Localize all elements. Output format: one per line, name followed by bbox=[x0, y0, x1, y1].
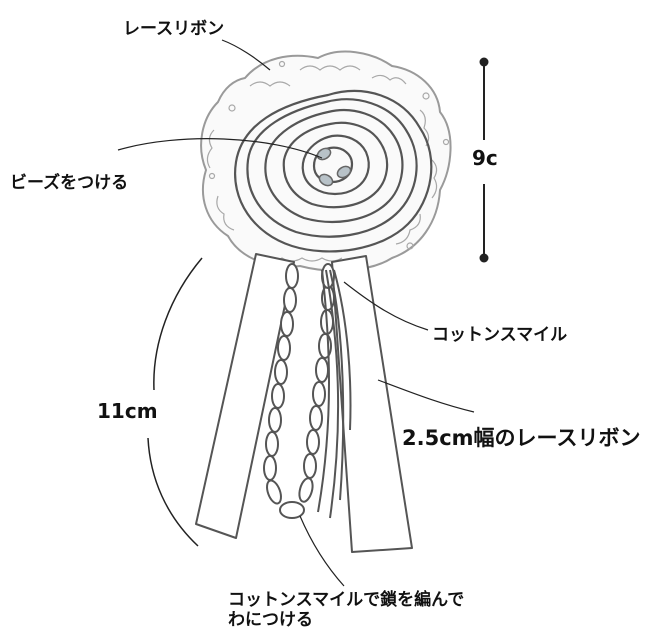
lace-leader bbox=[221, 39, 271, 71]
cotton-smile-chain bbox=[263, 263, 335, 519]
rose-rings bbox=[233, 89, 433, 253]
lace-ribbon-outline bbox=[200, 50, 452, 272]
dimension-9c bbox=[479, 57, 489, 263]
beads bbox=[316, 147, 352, 187]
ribbon-left bbox=[195, 253, 295, 539]
chain-leader bbox=[299, 515, 345, 587]
leader-lines bbox=[117, 39, 475, 587]
ribbon-right bbox=[331, 255, 413, 553]
cotton-smile-strands bbox=[317, 269, 352, 519]
lace-pattern bbox=[206, 60, 450, 262]
beads-label: ビーズをつける bbox=[10, 173, 129, 193]
wide-ribbon-leader bbox=[377, 379, 475, 413]
wide-lace-ribbon-label: 2.5cm幅のレースリボン bbox=[402, 426, 641, 450]
cotton-smile-label: コットンスマイル bbox=[432, 325, 568, 345]
wide-lace-ribbons bbox=[195, 253, 413, 553]
dimension-11cm bbox=[147, 257, 203, 547]
dimension-11cm-label: 11cm bbox=[97, 399, 158, 423]
lace-ribbon-label: レースリボン bbox=[123, 19, 225, 39]
beads-leader bbox=[117, 138, 323, 159]
chain-note-label: コットンスマイルで鎖を編んで わにつける bbox=[228, 590, 465, 630]
cotton-leader bbox=[343, 281, 429, 331]
dimension-9c-label: 9c bbox=[472, 146, 498, 170]
